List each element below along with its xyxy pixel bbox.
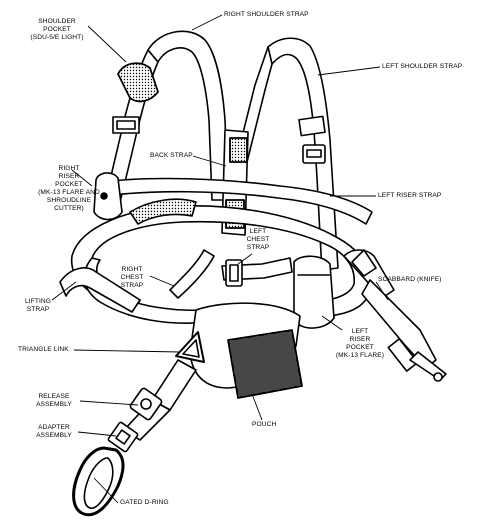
label-line: STRAP — [120, 282, 144, 289]
label-line: LIFTING — [25, 298, 51, 305]
left-chest-strap — [221, 257, 293, 287]
label-line: (SDU-5/E LIGHT) — [30, 34, 84, 41]
label-left-chest-strap: LEFT CHEST STRAP — [238, 228, 278, 252]
label-triangle-link: TRIANGLE LINK — [18, 346, 69, 353]
scabbard — [343, 249, 447, 382]
label-line: LEFT — [249, 228, 267, 235]
label-shoulder-pocket: SHOULDER POCKET (SDU-5/E LIGHT) — [20, 18, 94, 42]
label-line: (MK-13 FLARE AND — [38, 189, 100, 196]
lifting-strap — [59, 267, 141, 313]
label-line: RELEASE — [38, 393, 70, 400]
label-line: RIGHT — [58, 165, 80, 172]
riser-strap-band — [101, 177, 373, 225]
label-left-riser-strap: LEFT RISER STRAP — [378, 192, 442, 199]
label-line: POCKET — [55, 181, 83, 188]
label-pouch: POUCH — [252, 421, 277, 428]
right-riser-pocket — [93, 172, 123, 221]
label-left-riser-pocket: LEFT RISER POCKET (MK-13 FLARE) — [330, 328, 390, 360]
label-left-shoulder-strap: LEFT SHOULDER STRAP — [382, 63, 463, 70]
label-lifting-strap: LIFTING STRAP — [18, 298, 58, 314]
pouch — [189, 302, 303, 399]
leader-lines — [51, 14, 389, 504]
label-gated-d-ring: GATED D-RING — [120, 499, 169, 506]
label-line: RIGHT — [121, 266, 143, 273]
label-line: ASSEMBLY — [36, 432, 72, 439]
triangle-link — [175, 331, 205, 363]
label-line: SHROUDLINE — [46, 197, 92, 204]
label-scabbard: SCABBARD (KNIFE) — [378, 276, 442, 283]
label-line: CUTTER) — [54, 205, 84, 212]
label-line: CHEST — [120, 274, 144, 281]
label-line: STRAP — [246, 244, 270, 251]
right-shoulder-strap — [103, 30, 229, 211]
label-line: ASSEMBLY — [36, 401, 72, 408]
label-right-shoulder-strap: RIGHT SHOULDER STRAP — [224, 11, 309, 18]
label-line: RISER — [349, 336, 371, 343]
label-line: (MK-13 FLARE) — [335, 352, 385, 359]
label-line: POCKET — [346, 344, 374, 351]
label-back-strap: BACK STRAP — [150, 152, 193, 159]
gated-d-ring — [72, 446, 125, 517]
adapter-assembly — [107, 421, 139, 453]
left-riser-pocket — [293, 255, 335, 329]
label-right-riser-pocket: RIGHT RISER POCKET (MK-13 FLARE AND SHRO… — [30, 165, 108, 213]
label-line: RISER — [58, 173, 80, 180]
label-line: CHEST — [246, 236, 270, 243]
release-assembly — [129, 387, 163, 421]
label-right-chest-strap: RIGHT CHEST STRAP — [112, 266, 152, 290]
label-release-assembly: RELEASE ASSEMBLY — [30, 393, 78, 409]
right-chest-strap — [169, 249, 215, 299]
label-line: LEFT — [351, 328, 369, 335]
label-adapter-assembly: ADAPTER ASSEMBLY — [30, 424, 78, 440]
label-line: POCKET — [43, 26, 71, 33]
label-line: STRAP — [26, 306, 50, 313]
label-line: ADAPTER — [38, 424, 70, 431]
label-line: SHOULDER — [38, 18, 76, 25]
